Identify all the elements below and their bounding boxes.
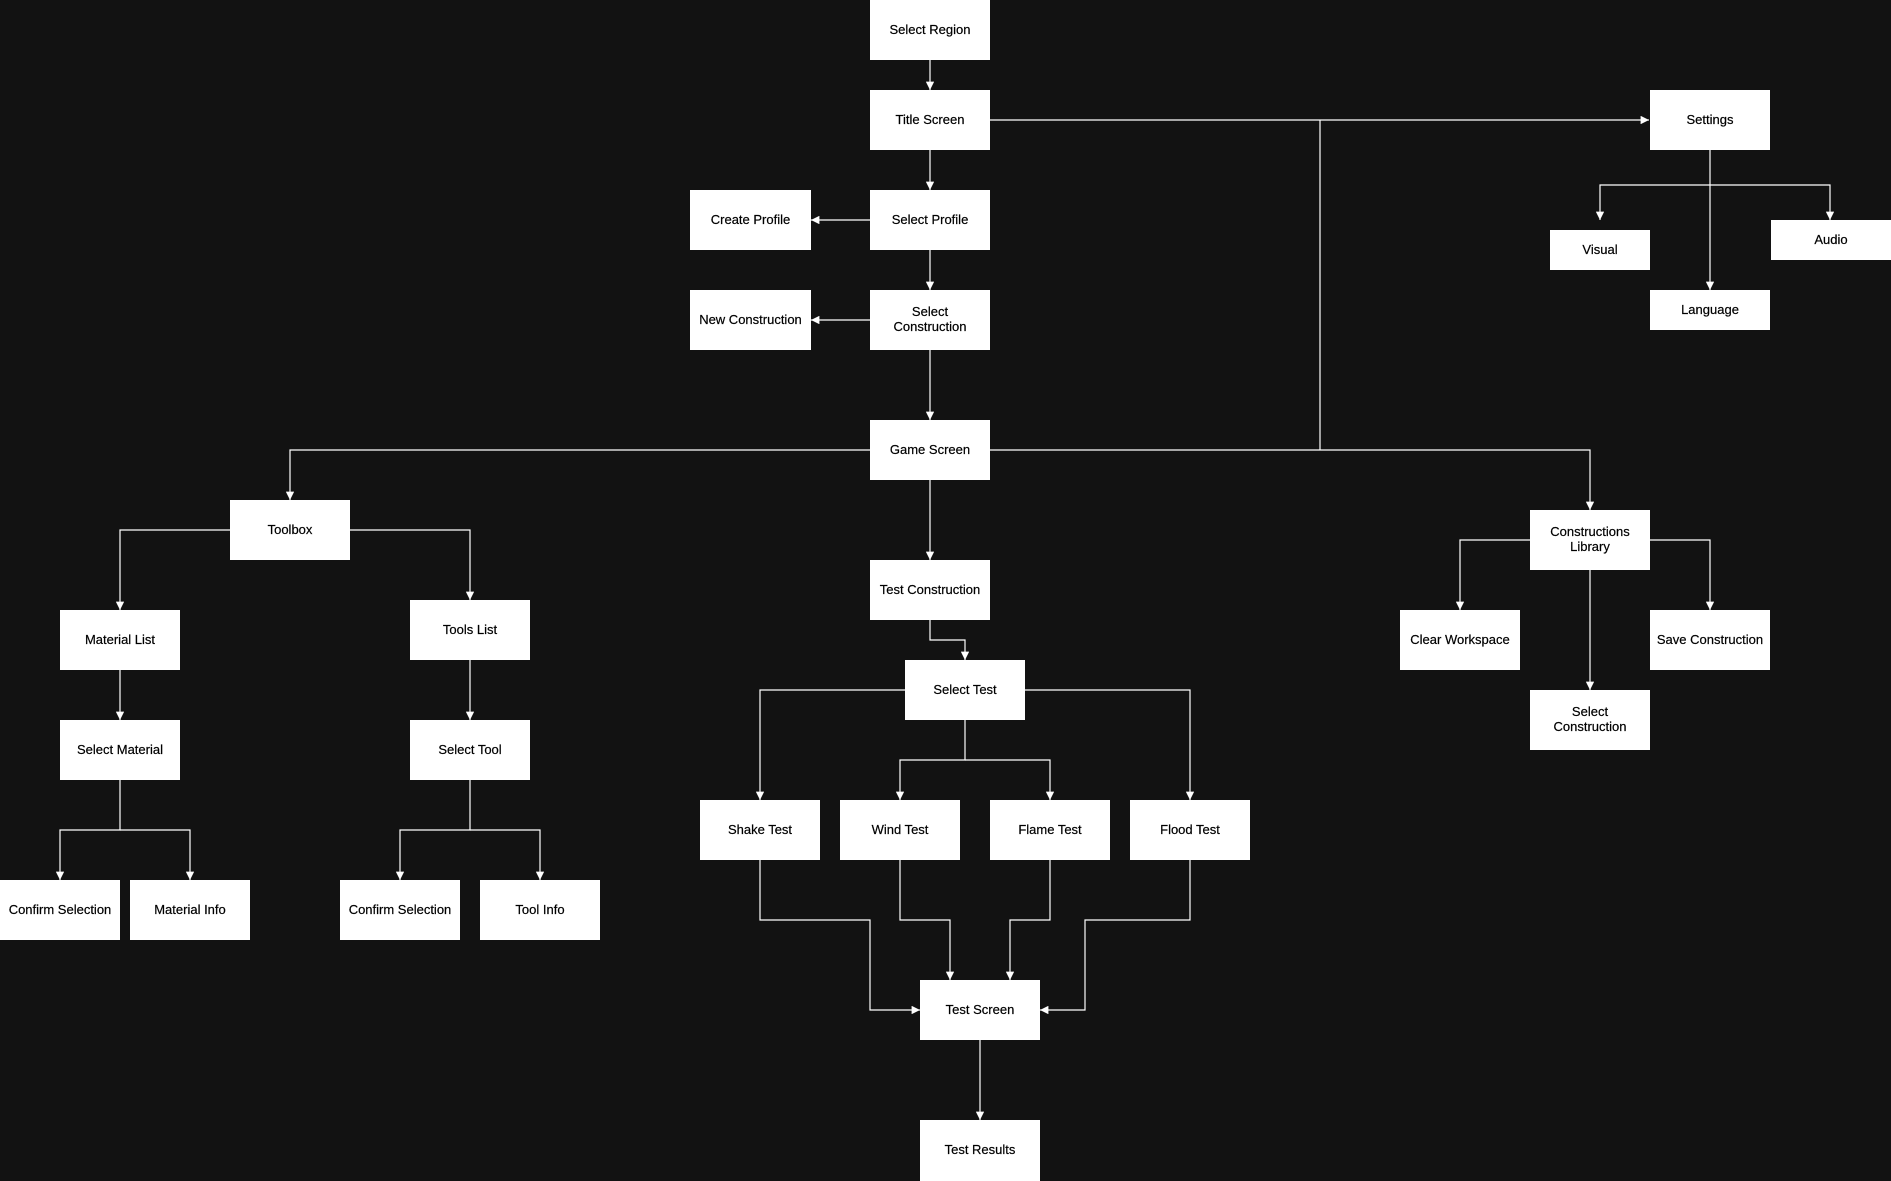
edge-selectmaterial-confirm	[55, 780, 121, 880]
node-language: Language	[1650, 290, 1770, 330]
node-select-material: Select Material	[60, 720, 180, 780]
node-select-construction: Select Construction	[870, 290, 990, 350]
node-toolbox: Toolbox	[230, 500, 350, 560]
edge-testconstruction-selecttest	[929, 620, 970, 660]
edge-selecttool-info	[470, 829, 545, 880]
node-confirm-selection-tool: Confirm Selection	[340, 880, 460, 940]
edge-flame-testscreen	[1005, 860, 1051, 980]
edge-settings-audio	[1710, 184, 1835, 220]
edge-selecttest-flood	[1025, 689, 1195, 800]
node-game-screen: Game Screen	[870, 420, 990, 480]
node-test-screen: Test Screen	[920, 980, 1040, 1040]
node-shake-test: Shake Test	[700, 800, 820, 860]
node-test-construction: Test Construction	[870, 560, 990, 620]
edge-selecttool-confirm	[395, 780, 471, 880]
node-create-profile: Create Profile	[690, 190, 811, 250]
node-select-profile: Select Profile	[870, 190, 990, 250]
node-save-construction: Save Construction	[1650, 610, 1770, 670]
edge-wind-testscreen	[899, 860, 955, 980]
node-audio: Audio	[1771, 220, 1891, 260]
node-wind-test: Wind Test	[840, 800, 960, 860]
node-flame-test: Flame Test	[990, 800, 1110, 860]
edge-selecttest-flame	[965, 759, 1055, 800]
node-tools-list: Tools List	[410, 600, 530, 660]
edge-library-clear	[1455, 539, 1530, 610]
node-tool-info: Tool Info	[480, 880, 600, 940]
node-select-tool: Select Tool	[410, 720, 530, 780]
edge-game-toolbox	[285, 449, 870, 500]
edge-selecttest-shake	[755, 689, 905, 800]
node-settings: Settings	[1650, 90, 1770, 150]
node-visual: Visual	[1550, 230, 1650, 270]
node-flood-test: Flood Test	[1130, 800, 1250, 860]
edge-flood-testscreen	[1040, 860, 1191, 1015]
node-confirm-selection-material: Confirm Selection	[0, 880, 120, 940]
node-material-info: Material Info	[130, 880, 250, 940]
node-material-list: Material List	[60, 610, 180, 670]
node-clear-workspace: Clear Workspace	[1400, 610, 1520, 670]
edge-toolbox-material	[115, 529, 230, 610]
node-select-construction-library: Select Construction	[1530, 690, 1650, 750]
node-select-region: Select Region	[870, 0, 990, 60]
edge-shake-testscreen	[759, 860, 920, 1015]
node-test-results: Test Results	[920, 1120, 1040, 1181]
node-title-screen: Title Screen	[870, 90, 990, 150]
edge-toolbox-tools	[350, 529, 475, 600]
node-select-test: Select Test	[905, 660, 1025, 720]
edge-selectmaterial-info	[120, 829, 195, 880]
edge-game-library	[990, 449, 1595, 510]
edge-library-save	[1650, 539, 1715, 610]
edge-settings-visual	[1595, 184, 1710, 220]
edge-selecttest-wind	[895, 720, 966, 800]
node-constructions-library: Constructions Library	[1530, 510, 1650, 570]
node-new-construction: New Construction	[690, 290, 811, 350]
